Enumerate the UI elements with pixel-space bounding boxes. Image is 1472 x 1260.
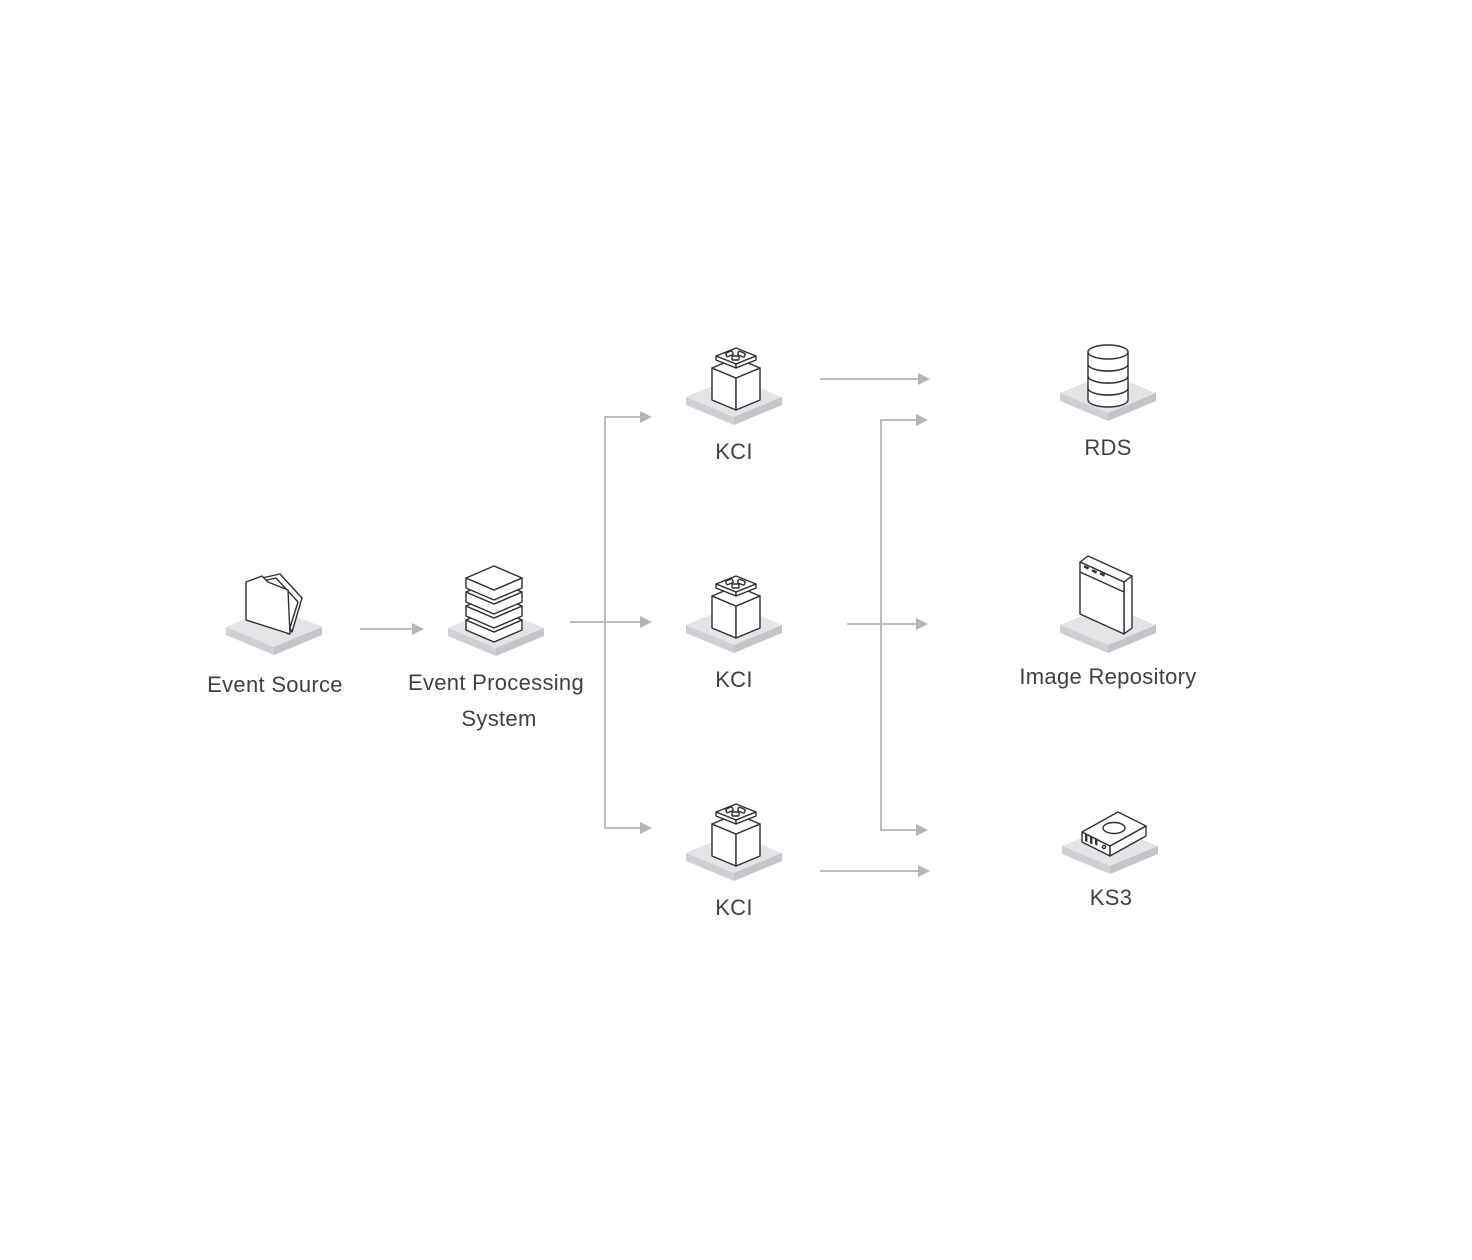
container-cube-icon	[711, 575, 761, 639]
edge-kci-middle-to-targets	[847, 414, 928, 836]
edge-kci-bottom-to-ks3	[820, 865, 930, 877]
container-cube-icon	[711, 347, 761, 411]
node-label: KCI	[715, 667, 753, 692]
node-kci-bottom: KCI	[686, 803, 782, 920]
edge-event-source-to-processing	[360, 623, 424, 635]
node-label-line1: Event Processing	[408, 670, 584, 695]
node-label: KCI	[715, 439, 753, 464]
stacked-layers-icon	[465, 565, 523, 643]
node-kci-top: KCI	[686, 347, 782, 464]
folder-icon	[245, 573, 303, 635]
node-label: KS3	[1090, 885, 1132, 910]
node-label: Event Source	[207, 672, 343, 697]
repository-panel-icon	[1079, 555, 1133, 635]
container-cube-icon	[711, 803, 761, 867]
node-event-source: Event Source	[207, 573, 343, 697]
node-ks3: KS3	[1062, 811, 1158, 910]
node-rds: RDS	[1060, 344, 1156, 460]
node-label-line2: System	[461, 706, 536, 731]
node-label: RDS	[1084, 435, 1131, 460]
node-event-processing: Event Processing System	[408, 565, 584, 731]
node-kci-middle: KCI	[686, 575, 782, 692]
connectors	[360, 373, 930, 877]
edge-processing-to-kci	[570, 411, 652, 834]
database-icon	[1087, 344, 1129, 408]
node-image-repository: Image Repository	[1019, 555, 1196, 689]
edge-kci-top-to-rds	[820, 373, 930, 385]
node-label: Image Repository	[1019, 664, 1196, 689]
storage-disk-icon	[1081, 811, 1147, 857]
node-label: KCI	[715, 895, 753, 920]
